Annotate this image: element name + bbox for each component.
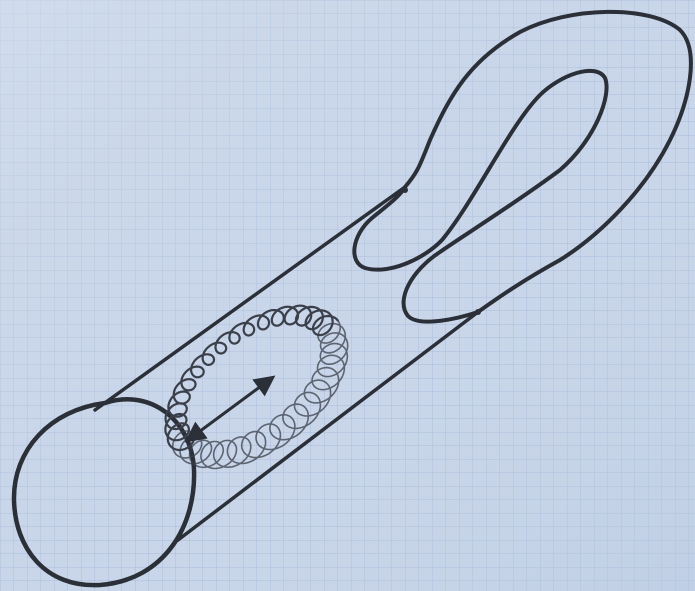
diagram-canvas <box>0 0 695 591</box>
graph-paper-grid <box>0 0 695 591</box>
